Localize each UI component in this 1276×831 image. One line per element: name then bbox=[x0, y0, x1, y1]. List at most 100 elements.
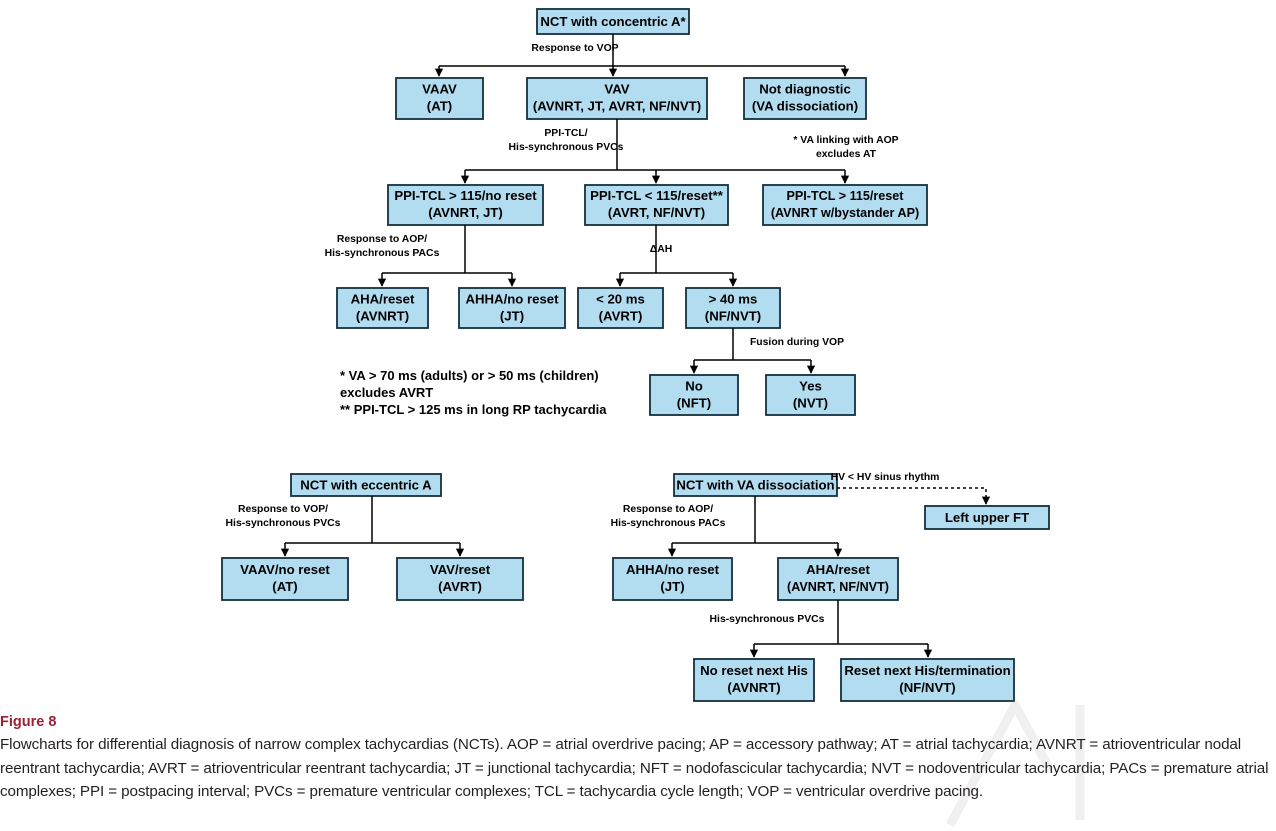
node-label-line1: No reset next His bbox=[700, 663, 808, 678]
node-rect bbox=[221, 557, 349, 601]
edge-label-response-aop-line2: His-synchronous PACs bbox=[325, 248, 440, 259]
chart-a-node-lt20ms: < 20 ms (AVRT) bbox=[577, 287, 664, 329]
node-label-line1: VAV/reset bbox=[430, 562, 491, 577]
node-rect bbox=[840, 658, 1015, 702]
node-rect bbox=[649, 374, 739, 416]
figure-label: Figure 8 bbox=[0, 714, 57, 730]
edge-label-chart-c-line1: Response to AOP/ bbox=[623, 504, 713, 515]
chart-c-node-left-upper-ft: Left upper FT bbox=[924, 505, 1050, 530]
node-label-line1: PPI-TCL > 115/no reset bbox=[394, 188, 537, 203]
node-label-line1: NCT with eccentric A bbox=[300, 477, 432, 492]
node-label-line2: (JT) bbox=[660, 579, 684, 594]
node-label-line1: AHA/reset bbox=[806, 562, 870, 577]
edge-label-hv-sinus: HV < HV sinus rhythm bbox=[831, 472, 940, 483]
node-label-line1: PPI-TCL > 115/reset bbox=[786, 189, 904, 203]
node-label-line2: (AVRT) bbox=[438, 579, 482, 594]
connector-hv-dashed bbox=[837, 487, 991, 505]
node-label-line2: (NF/NVT) bbox=[899, 680, 955, 695]
chart-a-node-no-nft: No (NFT) bbox=[649, 374, 739, 416]
node-rect bbox=[584, 184, 729, 226]
node-label-line1: Left upper FT bbox=[945, 510, 1029, 525]
node-label-line2: (NVT) bbox=[793, 395, 828, 410]
chart-a-node-aha-reset: AHA/reset (AVNRT) bbox=[336, 287, 429, 329]
edge-label-response-aop-line1: Response to AOP/ bbox=[337, 234, 427, 245]
node-label-line2: (AVNRT, JT) bbox=[428, 205, 502, 220]
node-label-line2: (NF/NVT) bbox=[705, 308, 761, 323]
chart-c-node-reset-next-his-termination: Reset next His/termination (NF/NVT) bbox=[840, 658, 1015, 702]
chart-a-node-ahha-noreset: AHHA/no reset (JT) bbox=[458, 287, 566, 329]
node-label-line2: (AVNRT) bbox=[727, 680, 780, 695]
edge-label-chart-b-line1: Response to VOP/ bbox=[238, 504, 328, 515]
node-rect bbox=[458, 287, 566, 329]
chart-b-node-vaav-noreset: VAAV/no reset (AT) bbox=[221, 557, 349, 601]
node-label-line1: VAAV bbox=[422, 81, 457, 96]
chart-a-node-vaav: VAAV (AT) bbox=[395, 77, 484, 120]
node-label-line1: Yes bbox=[799, 378, 822, 393]
chart-a-node-not-diagnostic: Not diagnostic (VA dissociation) bbox=[743, 77, 867, 120]
chart-b-node-vav-reset: VAV/reset (AVRT) bbox=[396, 557, 524, 601]
edge-label-fusion-during-vop: Fusion during VOP bbox=[750, 337, 844, 348]
figure-caption-text: Flowcharts for differential diagnosis of… bbox=[0, 736, 1269, 800]
footnote-line-2: excludes AVRT bbox=[340, 385, 433, 400]
edge-label-his-synchronous-pvcs: His-synchronous PVCs bbox=[710, 614, 825, 625]
edge-label-chart-b-line2: His-synchronous PVCs bbox=[226, 518, 341, 529]
node-label-line1: NCT with VA dissociation bbox=[676, 477, 834, 492]
chart-a-node-yes-nvt: Yes (NVT) bbox=[765, 374, 856, 416]
node-label-line1: NCT with concentric A* bbox=[540, 14, 686, 29]
node-label-line1: PPI-TCL < 115/reset** bbox=[590, 188, 724, 203]
chart-a-node-vav: VAV (AVNRT, JT, AVRT, NF/NVT) bbox=[526, 77, 708, 120]
node-label-line1: AHHA/no reset bbox=[626, 562, 720, 577]
node-label-line1: AHA/reset bbox=[351, 291, 415, 306]
node-rect bbox=[387, 184, 544, 226]
edge-label-chart-c-line2: His-synchronous PACs bbox=[611, 518, 726, 529]
node-rect bbox=[765, 374, 856, 416]
edge-label-delta-ah: ΔAH bbox=[650, 244, 672, 255]
node-rect bbox=[577, 287, 664, 329]
chart-a-node-ppi-lt115-reset: PPI-TCL < 115/reset** (AVRT, NF/NVT) bbox=[584, 184, 729, 226]
chart-c-node-ahha-noreset: AHHA/no reset (JT) bbox=[612, 557, 733, 601]
chart-a-root-node: NCT with concentric A* bbox=[536, 8, 690, 35]
chart-b-root-node: NCT with eccentric A bbox=[290, 473, 442, 497]
note-va-linking-line2: excludes AT bbox=[816, 149, 877, 160]
node-rect bbox=[777, 557, 899, 601]
node-label-line1: No bbox=[685, 378, 703, 393]
node-rect bbox=[395, 77, 484, 120]
node-label-line1: > 40 ms bbox=[709, 291, 758, 306]
node-label-line1: VAAV/no reset bbox=[240, 562, 330, 577]
chart-a-node-ppi-gt115-noreset: PPI-TCL > 115/no reset (AVNRT, JT) bbox=[387, 184, 544, 226]
footnote-line-1: * VA > 70 ms (adults) or > 50 ms (childr… bbox=[340, 368, 599, 383]
node-rect bbox=[612, 557, 733, 601]
node-label-line2: (AT) bbox=[427, 98, 452, 113]
node-label-line1: AHHA/no reset bbox=[465, 291, 559, 306]
node-rect bbox=[526, 77, 708, 120]
chart-c-node-no-reset-next-his: No reset next His (AVNRT) bbox=[693, 658, 815, 702]
chart-a-node-ppi-gt115-reset: PPI-TCL > 115/reset (AVNRT w/bystander A… bbox=[762, 184, 928, 226]
node-label-line1: VAV bbox=[604, 81, 629, 96]
node-label-line2: (AVRT, NF/NVT) bbox=[608, 205, 705, 220]
node-rect bbox=[336, 287, 429, 329]
note-va-linking-line1: * VA linking with AOP bbox=[793, 135, 898, 146]
edge-label-ppi-tcl-line2: His-synchronous PVCs bbox=[509, 142, 624, 153]
chart-c-root-node: NCT with VA dissociation bbox=[673, 473, 838, 497]
edge-label-response-to-vop: Response to VOP bbox=[531, 43, 618, 54]
footnote-line-3: ** PPI-TCL > 125 ms in long RP tachycard… bbox=[340, 402, 607, 417]
figure-caption: Figure 8 Flowcharts for differential dia… bbox=[0, 713, 1276, 804]
chart-c-node-aha-reset: AHA/reset (AVNRT, NF/NVT) bbox=[777, 557, 899, 601]
node-label-line1: Reset next His/termination bbox=[844, 663, 1010, 678]
node-rect bbox=[762, 184, 928, 226]
flowchart-svg: NCT with concentric A* Response to VOP V… bbox=[221, 8, 1050, 702]
node-label-line2: (AVNRT w/bystander AP) bbox=[771, 206, 919, 220]
node-rect bbox=[396, 557, 524, 601]
node-label-line2: (AVRT) bbox=[599, 308, 643, 323]
node-rect bbox=[743, 77, 867, 120]
edge-label-ppi-tcl-line1: PPI-TCL/ bbox=[544, 128, 587, 139]
node-label-line2: (JT) bbox=[500, 308, 524, 323]
node-label-line2: (NFT) bbox=[677, 395, 711, 410]
chart-a-node-gt40ms: > 40 ms (NF/NVT) bbox=[685, 287, 781, 329]
node-label-line2: (AVNRT) bbox=[356, 308, 409, 323]
node-label-line2: (AVNRT, NF/NVT) bbox=[787, 580, 889, 594]
node-rect bbox=[693, 658, 815, 702]
node-label-line2: (AT) bbox=[272, 579, 297, 594]
node-rect bbox=[290, 473, 442, 497]
